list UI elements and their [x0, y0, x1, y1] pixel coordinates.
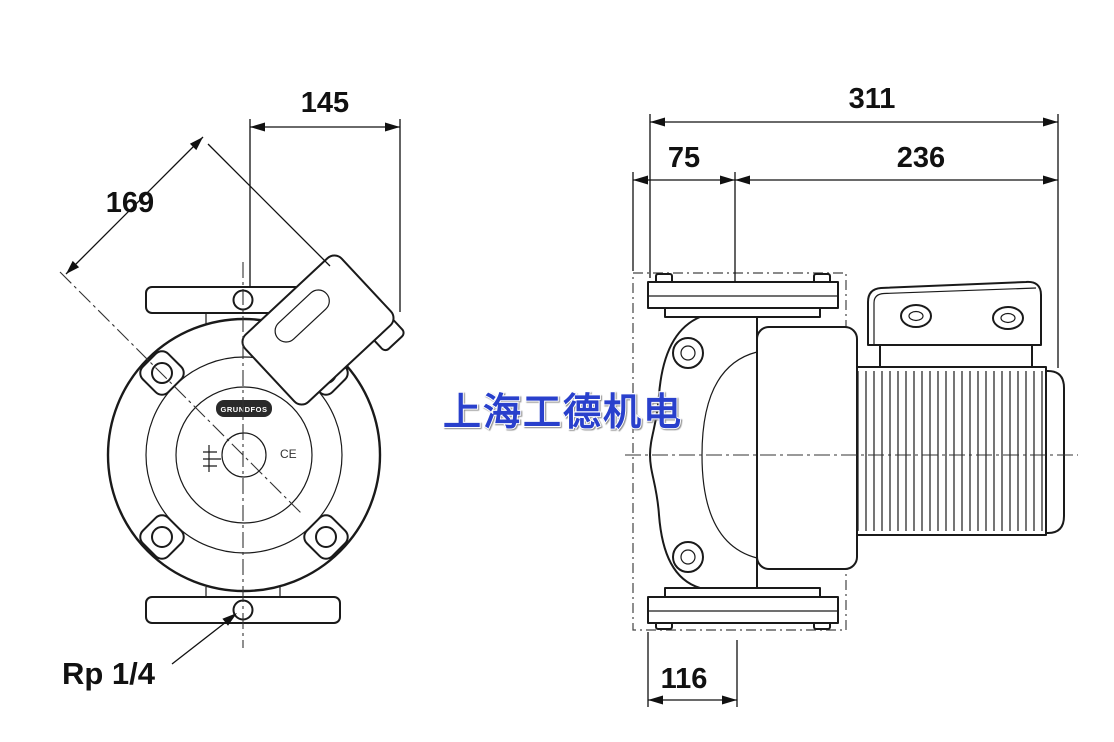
arrowhead — [385, 122, 400, 132]
volute-body — [649, 316, 758, 589]
bolt-hole-se — [315, 526, 337, 548]
dimension-169: 169 — [65, 136, 331, 275]
pump-body-ring-1 — [145, 356, 343, 554]
dim-145-label: 145 — [301, 87, 349, 119]
dimension-75: 75 — [632, 142, 736, 282]
side-top-flange-step — [664, 307, 821, 318]
bolt-hole-sw — [151, 526, 173, 548]
dim-116-label: 116 — [661, 663, 708, 695]
front-view: GRUNDFOS CE — [59, 254, 405, 648]
dim-236-label: 236 — [897, 142, 945, 174]
arrowhead — [66, 260, 80, 274]
pump-body-ring-2 — [175, 386, 313, 524]
grundfos-logo-text: GRUNDFOS — [221, 405, 268, 414]
arrowhead — [735, 175, 750, 185]
arrowhead — [648, 695, 663, 705]
dim-169-label: 169 — [106, 187, 154, 219]
dimension-311: 311 — [649, 83, 1059, 368]
arrowhead — [1043, 117, 1058, 127]
extension-line — [207, 143, 331, 267]
terminal-box-body — [241, 254, 395, 406]
motor-end-cap — [1045, 370, 1065, 534]
side-terminal-box — [867, 280, 1042, 368]
port-callout: Rp 1/4 — [62, 613, 237, 691]
volute-bolt-hole-top — [680, 345, 696, 361]
terminal-box-side-body — [867, 280, 1042, 346]
side-bottom-flange-step — [664, 587, 821, 598]
terminal-screw-boss-right — [992, 306, 1024, 330]
arrowhead — [189, 137, 203, 151]
arrowhead — [250, 122, 265, 132]
dimensions: 145 169 Rp 1/4 311 — [62, 83, 1059, 707]
volute-bolt-boss-bottom — [672, 541, 704, 573]
nameplate-symbol — [203, 445, 221, 472]
bottom-flange-neck-lines — [205, 587, 281, 597]
arrowhead — [650, 117, 665, 127]
volute-bolt-boss-top — [672, 337, 704, 369]
terminal-screw-boss-left — [900, 304, 932, 328]
dim-line — [65, 136, 204, 275]
arrowhead — [722, 695, 737, 705]
ce-mark-text: CE — [280, 447, 297, 461]
watermark-text: 上海工德机电 — [443, 390, 683, 434]
terminal-box-slot — [274, 289, 330, 343]
volute-bolt-hole-bottom — [680, 549, 696, 565]
front-terminal-box — [241, 254, 405, 406]
side-top-flange — [647, 281, 839, 318]
arrowhead — [1043, 175, 1058, 185]
arrowhead — [222, 613, 237, 626]
motor-housing — [849, 366, 1047, 536]
grundfos-logo-badge — [216, 400, 272, 417]
port-label: Rp 1/4 — [62, 656, 156, 691]
dimension-236: 236 — [735, 142, 1058, 185]
terminal-screw-hole-right — [1000, 312, 1016, 324]
leader-line — [171, 621, 227, 665]
side-bottom-flange-plate — [647, 596, 839, 624]
dimension-116: 116 — [647, 632, 738, 707]
side-top-flange-plate — [647, 281, 839, 309]
pump-head — [756, 326, 858, 570]
arrowhead — [633, 175, 648, 185]
side-view — [625, 272, 1078, 631]
dim-311-label: 311 — [849, 83, 896, 115]
dim-75-label: 75 — [668, 142, 700, 174]
motor-block — [849, 366, 1065, 536]
terminal-box-side-inner-line — [873, 287, 1037, 345]
side-dashed-outline — [632, 272, 847, 631]
terminal-screw-hole-left — [908, 310, 924, 322]
front-diagonal-centerline — [59, 271, 303, 515]
pump-shaft-circle — [221, 432, 267, 478]
side-bottom-flange — [647, 587, 839, 624]
arrowhead — [720, 175, 735, 185]
bolt-hole-nw — [151, 362, 173, 384]
dimension-145: 145 — [249, 87, 401, 312]
